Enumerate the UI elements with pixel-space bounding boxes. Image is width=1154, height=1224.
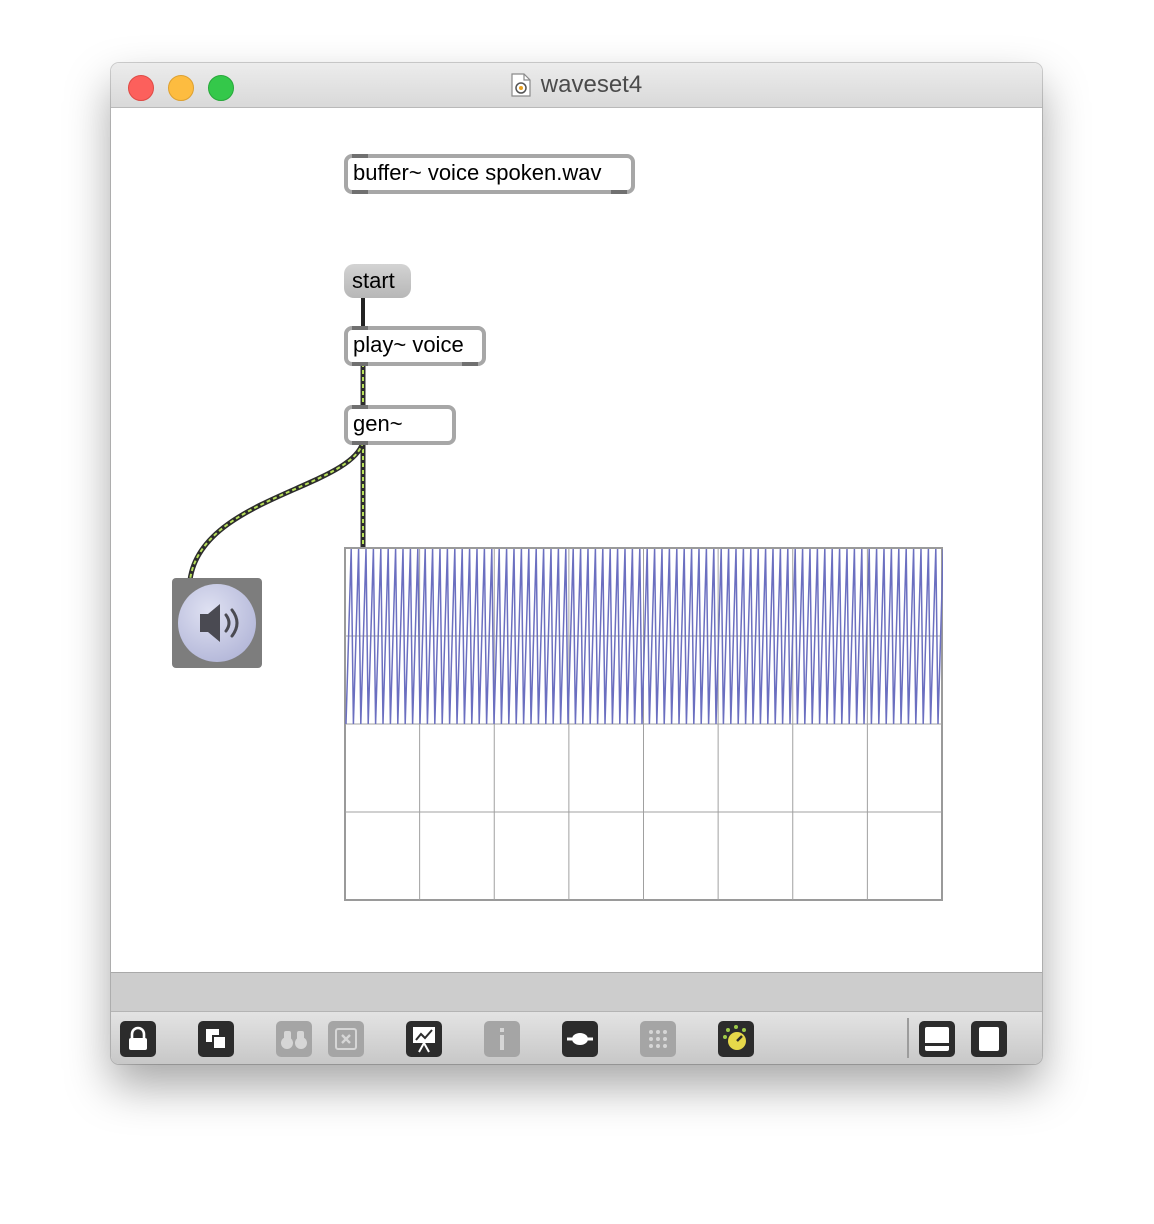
- outlet[interactable]: [352, 362, 368, 366]
- buffer-object[interactable]: buffer~ voice spoken.wav: [344, 154, 635, 194]
- outlet[interactable]: [352, 190, 368, 194]
- bottom-toolbar: [111, 1011, 1042, 1064]
- scope-waveform: [345, 548, 943, 725]
- grid-icon: [649, 1030, 667, 1048]
- find-button[interactable]: [276, 1021, 312, 1057]
- patcher-window: waveset4 buffer~ voice spoken.wav: [111, 63, 1042, 1064]
- gen-object-text: gen~: [353, 411, 403, 436]
- inlet[interactable]: [352, 326, 368, 330]
- clear-button[interactable]: [328, 1021, 364, 1057]
- status-bar: [111, 972, 1042, 1012]
- start-message-box[interactable]: start: [344, 264, 411, 298]
- close-button[interactable]: [128, 75, 154, 101]
- minimize-button[interactable]: [168, 75, 194, 101]
- find-icon: [281, 1031, 307, 1049]
- connect-icon: [567, 1033, 593, 1045]
- title-bar[interactable]: waveset4: [111, 63, 1042, 108]
- presentation-mode-icon: [206, 1029, 227, 1050]
- toolbar-separator: [907, 1018, 909, 1058]
- outlet[interactable]: [611, 190, 627, 194]
- signal-patch-cord-gen-dac[interactable]: [187, 441, 366, 581]
- clear-icon: [335, 1028, 357, 1050]
- audio-on-icon: [723, 1025, 746, 1050]
- gen-object[interactable]: gen~: [344, 405, 456, 445]
- play-object[interactable]: play~ voice: [344, 326, 486, 366]
- ezdac-button[interactable]: [172, 578, 262, 668]
- presentation-mode-button[interactable]: [198, 1021, 234, 1057]
- patch-cords-icon: [413, 1027, 435, 1053]
- inspector-button[interactable]: [484, 1021, 520, 1057]
- patch-cords: [187, 298, 366, 581]
- lock-icon: [129, 1026, 147, 1050]
- outlet[interactable]: [462, 362, 478, 366]
- max-patcher-document-icon: [511, 73, 531, 97]
- start-message-text: start: [352, 268, 395, 293]
- window-title: waveset4: [540, 71, 643, 98]
- scope-display[interactable]: [344, 547, 943, 901]
- bottom-pane-button[interactable]: [919, 1021, 955, 1057]
- right-pane-icon: [979, 1027, 999, 1051]
- play-object-text: play~ voice: [353, 332, 464, 357]
- outlet[interactable]: [352, 441, 368, 445]
- buffer-object-text: buffer~ voice spoken.wav: [353, 160, 602, 185]
- bottom-pane-icon: [925, 1027, 949, 1051]
- patcher-canvas[interactable]: buffer~ voice spoken.wav start play~ voi…: [111, 108, 1042, 972]
- grid-button[interactable]: [640, 1021, 676, 1057]
- lock-button[interactable]: [120, 1021, 156, 1057]
- speaker-icon: [200, 604, 239, 642]
- connect-button[interactable]: [562, 1021, 598, 1057]
- inlet[interactable]: [352, 405, 368, 409]
- inlet[interactable]: [352, 154, 368, 158]
- right-pane-button[interactable]: [971, 1021, 1007, 1057]
- zoom-button[interactable]: [208, 75, 234, 101]
- audio-on-button[interactable]: [718, 1021, 754, 1057]
- inspector-icon: [500, 1028, 504, 1050]
- patch-cords-button[interactable]: [406, 1021, 442, 1057]
